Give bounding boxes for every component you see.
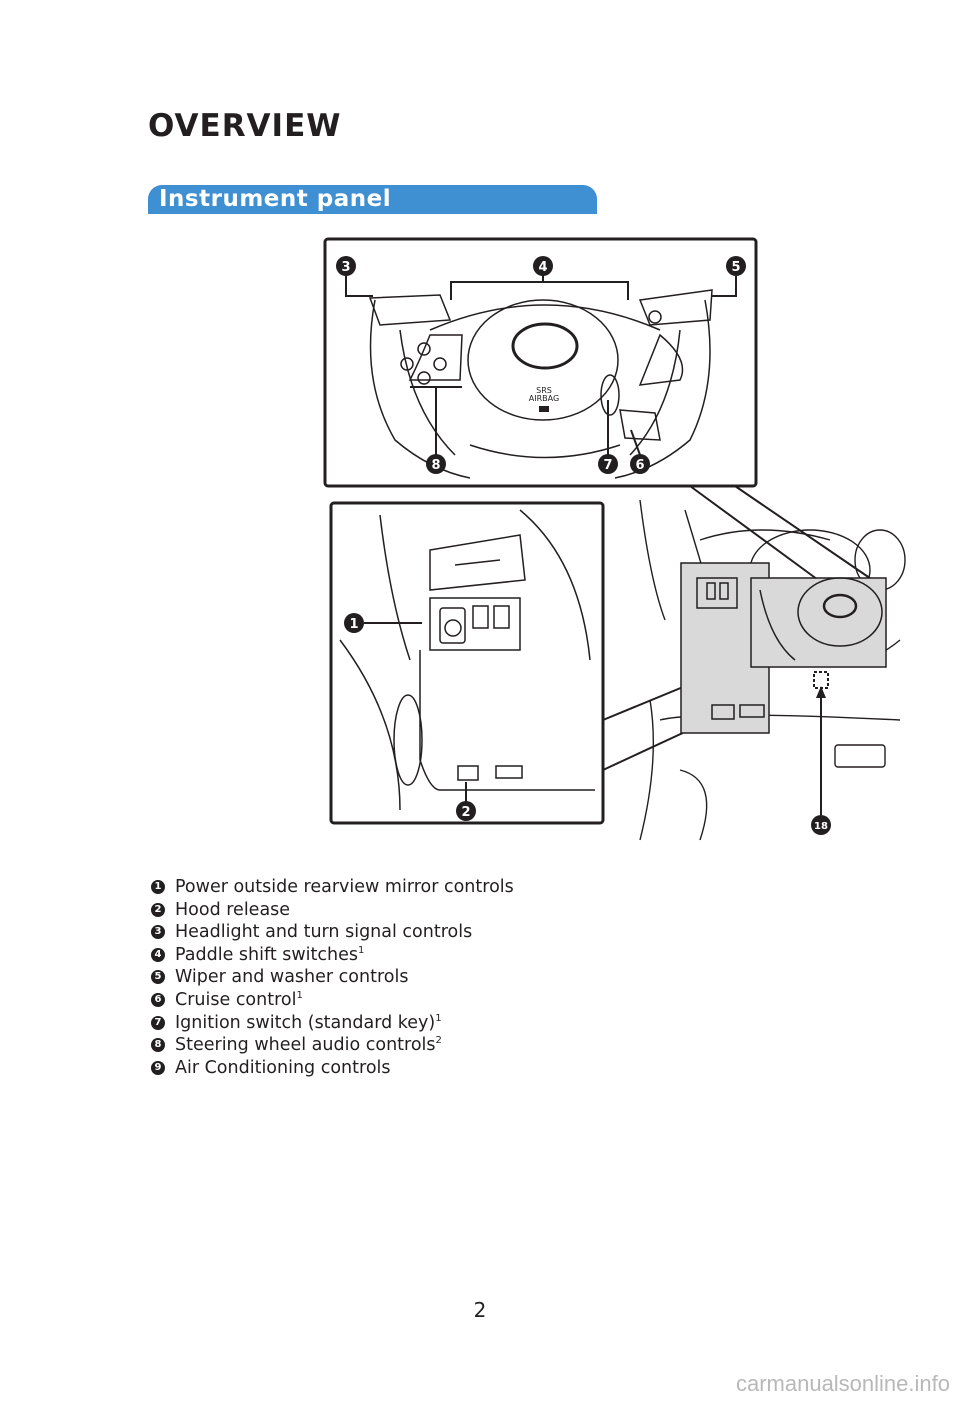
legend-badge: 5 <box>151 970 165 985</box>
airbag-icon <box>539 406 549 412</box>
legend-text: Ignition switch (standard key) <box>175 1012 436 1033</box>
ac-location-marker <box>813 671 829 689</box>
lower-dash-detail-frame <box>329 501 605 825</box>
svg-text:6: 6 <box>635 458 644 473</box>
legend-text: Hood release <box>175 899 291 920</box>
dash-highlight-wheel <box>750 577 887 668</box>
svg-text:18: 18 <box>814 821 828 832</box>
legend-item: 4 Paddle shift switches1 <box>148 944 514 967</box>
legend-text: Cruise control <box>175 989 297 1010</box>
legend-text: Power outside rearview mirror controls <box>175 877 514 897</box>
section-banner: Instrument panel <box>148 185 597 214</box>
legend-item: 5 Wiper and washer controls <box>148 966 514 989</box>
footnote-marker: 1 <box>435 1012 442 1024</box>
callout-7: 7 <box>598 454 618 474</box>
legend-item: 1 Power outside rearview mirror controls <box>148 876 514 899</box>
page-title: OVERVIEW <box>148 108 342 144</box>
legend-item: 3 Headlight and turn signal controls <box>148 921 514 944</box>
watermark: carmanualsonline.info <box>735 1371 950 1396</box>
lower-dash-drawing <box>339 509 595 811</box>
legend-badge: 2 <box>151 902 165 917</box>
legend-text: Air Conditioning controls <box>175 1057 391 1078</box>
svg-text:4: 4 <box>538 260 547 275</box>
legend-item: 6 Cruise control1 <box>148 989 514 1012</box>
callout-lines-left <box>364 622 467 802</box>
legend-badge: 1 <box>151 880 165 894</box>
instrument-panel-illustration: SRS AIRBAG 3 4 5 8 7 6 1 2 <box>323 237 906 841</box>
footnote-marker: 2 <box>435 1035 442 1047</box>
legend-item: 8 Steering wheel audio controls2 <box>148 1034 514 1057</box>
svg-text:8: 8 <box>431 458 440 473</box>
footnote-marker: 1 <box>296 989 303 1001</box>
legend-text: Paddle shift switches <box>175 944 358 965</box>
callout-1: 1 <box>344 613 364 633</box>
legend-badge: 6 <box>151 992 165 1007</box>
callout-18: 18 <box>811 815 831 835</box>
legend-item: 9 Air Conditioning controls <box>148 1057 514 1080</box>
callout-3: 3 <box>336 256 356 276</box>
legend-badge: 9 <box>151 1060 165 1075</box>
srs-label: SRS <box>536 386 552 395</box>
legend-badge: 7 <box>151 1015 165 1030</box>
dash-highlight-details <box>696 577 765 720</box>
section-title: Instrument panel <box>159 186 392 212</box>
steering-detail-frame <box>323 237 758 488</box>
legend-text: Headlight and turn signal controls <box>175 922 473 943</box>
callout-2: 2 <box>456 801 476 821</box>
callout-8: 8 <box>426 454 446 474</box>
svg-text:2: 2 <box>461 805 470 820</box>
dashboard-drawing <box>639 499 906 841</box>
callout-4: 4 <box>533 256 553 276</box>
legend-badge: 4 <box>151 947 165 962</box>
svg-text:5: 5 <box>731 260 740 275</box>
legend-badge: 3 <box>151 925 165 940</box>
dash-wheel-details <box>759 577 883 661</box>
callout-5: 5 <box>726 256 746 276</box>
legend-item: 7 Ignition switch (standard key)1 <box>148 1012 514 1035</box>
legend-item: 2 Hood release <box>148 899 514 922</box>
svg-text:3: 3 <box>341 260 350 275</box>
callout-6: 6 <box>630 454 650 474</box>
callout-lines-top <box>345 272 737 456</box>
leader-line <box>689 485 826 586</box>
legend-badge: 8 <box>151 1038 165 1053</box>
svg-text:7: 7 <box>603 458 612 473</box>
page-number: 2 <box>473 1298 487 1322</box>
legend-text: Wiper and washer controls <box>175 967 409 988</box>
svg-text:1: 1 <box>349 617 358 632</box>
footnote-marker: 1 <box>358 944 365 956</box>
legend-text: Steering wheel audio controls <box>175 1035 436 1056</box>
callout-arrow-18 <box>816 686 826 698</box>
airbag-label: AIRBAG <box>529 394 559 403</box>
